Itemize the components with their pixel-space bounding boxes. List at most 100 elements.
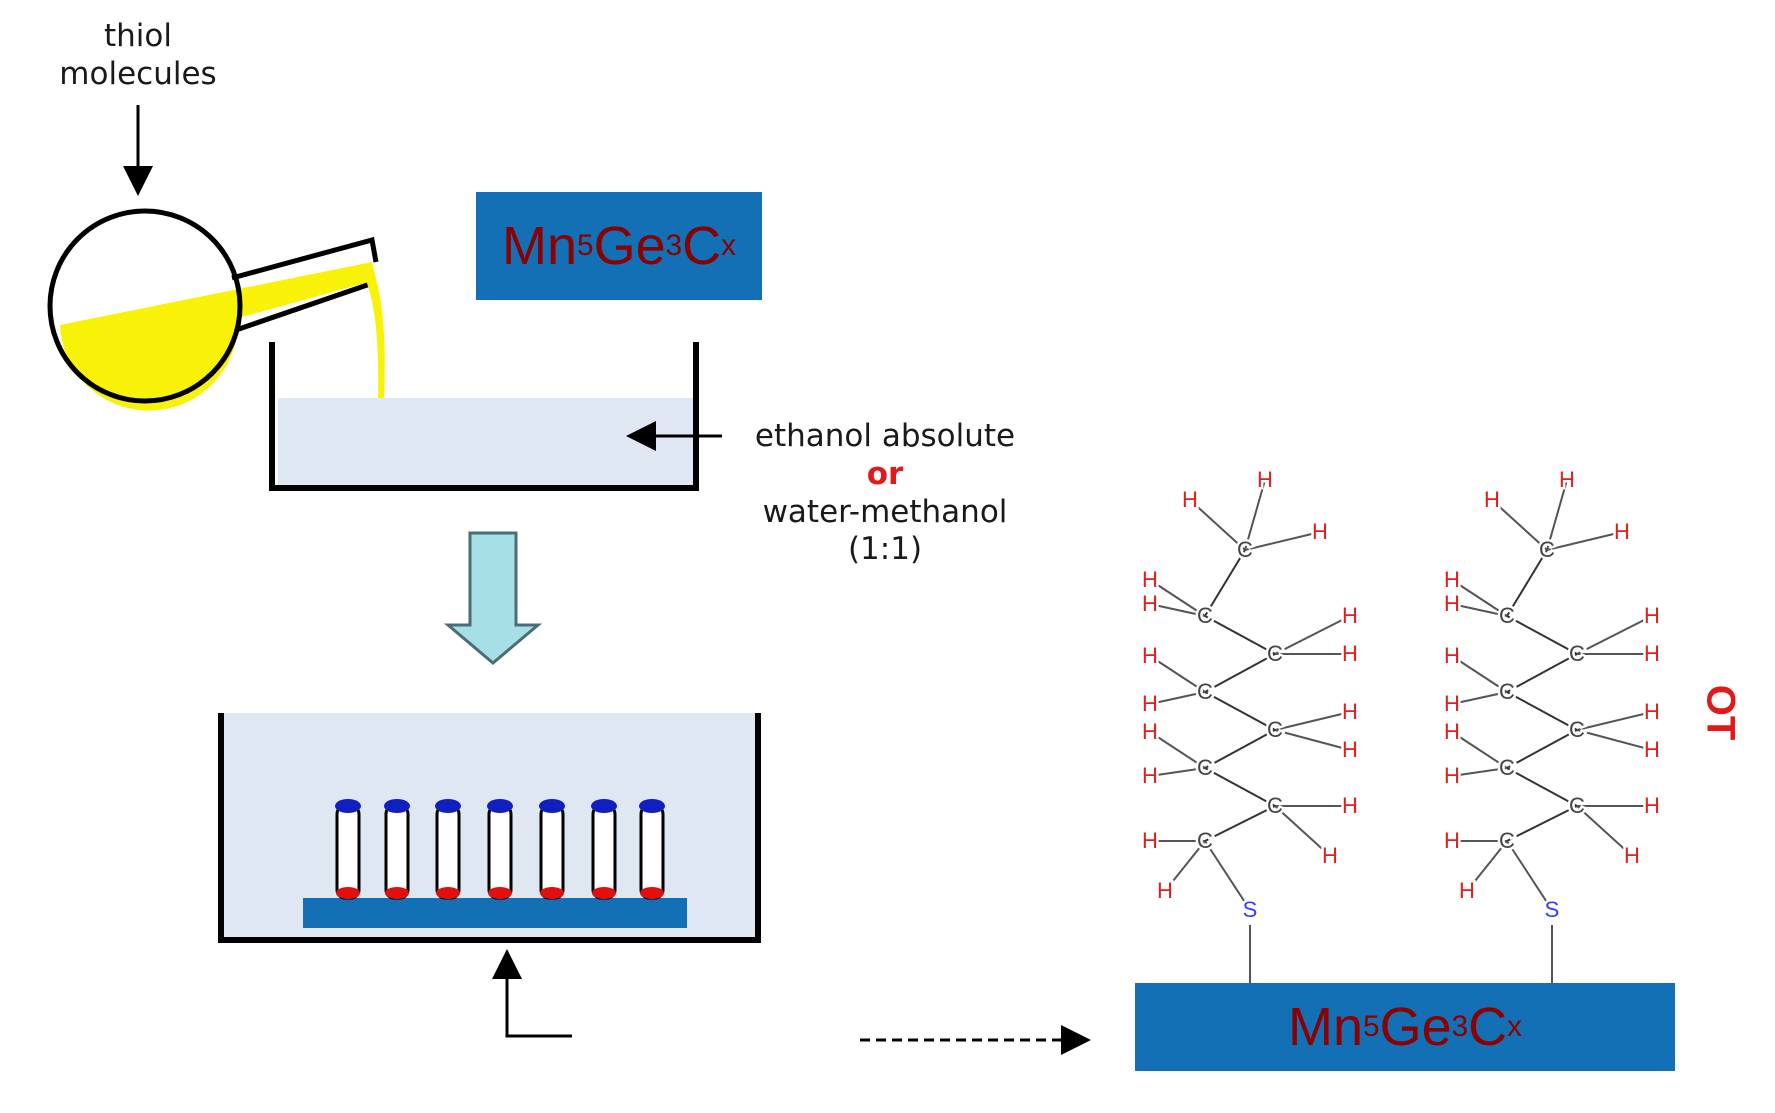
bond	[1204, 615, 1276, 655]
hydrogen-atom: H	[1644, 641, 1660, 666]
carbon-atom: C	[1237, 537, 1253, 562]
formula-sub3: 3	[665, 229, 683, 262]
bond	[1274, 711, 1351, 731]
thiol-stream	[364, 262, 385, 400]
hydrogen-atom: H	[1257, 467, 1273, 492]
octanethiol-structures: HHHHHHHHHHHHHHHHHCCCCCCCCSHHHHHHHHHHHHHH…	[1140, 465, 1662, 983]
substrate-pointer-arrow	[492, 949, 572, 1038]
hydrogen-atom: H	[1444, 763, 1460, 788]
bond	[1506, 615, 1578, 655]
ratio-label: (1:1)	[847, 531, 923, 568]
carbon-atom: C	[1569, 793, 1585, 818]
bond	[1244, 531, 1321, 551]
solvent-label: ethanol absolute or water-methanol (1:1)	[740, 418, 1030, 569]
carbon-atom: C	[1499, 828, 1515, 853]
hydrogen-atom: H	[1459, 878, 1475, 903]
sulfur-atom: S	[1545, 897, 1560, 922]
bond	[1204, 691, 1276, 731]
ot-label: OT	[1698, 684, 1743, 741]
hydrogen-atom: H	[1312, 519, 1328, 544]
bond	[1506, 729, 1578, 769]
hydrogen-atom: H	[1142, 828, 1158, 853]
formula-subx: x	[721, 229, 736, 262]
bond	[1506, 691, 1578, 731]
formula-mn: Mn	[1288, 997, 1364, 1057]
flask-icon	[47, 208, 385, 411]
flask-liquid	[60, 262, 376, 411]
solvent-fill	[278, 398, 696, 488]
bond	[1204, 729, 1276, 769]
hydrogen-atom: H	[1142, 567, 1158, 592]
pillar	[335, 799, 361, 900]
substrate-bar	[303, 898, 687, 928]
sulfur-atom: S	[1243, 897, 1258, 922]
bond	[1149, 579, 1206, 617]
carbon-atom: C	[1197, 679, 1213, 704]
carbon-atom: C	[1499, 679, 1515, 704]
bond	[1204, 767, 1276, 807]
bond	[1506, 805, 1578, 842]
bond	[1204, 805, 1276, 842]
process-down-arrow	[443, 531, 543, 665]
hydrogen-atom: H	[1444, 691, 1460, 716]
bond	[1451, 655, 1508, 693]
hydrogen-atom: H	[1142, 691, 1158, 716]
bond	[1546, 531, 1623, 551]
carbon-atom: C	[1569, 641, 1585, 666]
pillar	[639, 799, 665, 900]
bond	[1546, 479, 1568, 551]
hydrogen-atom: H	[1342, 699, 1358, 724]
bond	[1274, 805, 1331, 857]
hydrogen-atom: H	[1142, 763, 1158, 788]
bond	[1466, 840, 1508, 892]
hydrogen-atom: H	[1644, 737, 1660, 762]
pillar	[591, 799, 617, 900]
top-beaker	[269, 342, 699, 491]
formula-c: C	[682, 216, 722, 276]
thiol-label: thiol molecules	[50, 18, 226, 94]
bond	[1244, 479, 1266, 551]
formula-mn: Mn	[502, 216, 578, 276]
hydrogen-atom: H	[1444, 828, 1460, 853]
water-methanol-label: water-methanol	[762, 493, 1008, 530]
ethanol-label: ethanol absolute	[754, 418, 1016, 454]
formula-subx: x	[1507, 1010, 1522, 1043]
bond	[1506, 840, 1553, 911]
hydrogen-atom: H	[1342, 737, 1358, 762]
hydrogen-atom: H	[1342, 603, 1358, 628]
carbon-atom: C	[1197, 603, 1213, 628]
bond	[1576, 615, 1653, 655]
hydrogen-atom: H	[1559, 467, 1575, 492]
formula-sub3: 3	[1451, 1010, 1469, 1043]
carbon-atom: C	[1499, 755, 1515, 780]
thiol-label-line1: thiol	[104, 18, 172, 54]
hydrogen-atom: H	[1142, 591, 1158, 616]
bond	[1451, 731, 1508, 769]
carbon-atom: C	[1267, 717, 1283, 742]
bond	[1204, 840, 1251, 911]
carbon-atom: C	[1267, 793, 1283, 818]
carbon-atom: C	[1569, 717, 1585, 742]
hydrogen-atom: H	[1342, 793, 1358, 818]
bond	[1204, 653, 1276, 693]
bond	[1506, 653, 1578, 693]
hydrogen-atom: H	[1342, 641, 1358, 666]
bond	[1204, 549, 1246, 617]
pillar	[384, 799, 410, 900]
bond	[1451, 579, 1508, 617]
bond	[1491, 499, 1548, 551]
hydrogen-atom: H	[1142, 643, 1158, 668]
formula-ge: Ge	[1379, 997, 1452, 1057]
bond	[1451, 767, 1508, 777]
hydrogen-atom: H	[1157, 878, 1173, 903]
hydrogen-atom: H	[1644, 603, 1660, 628]
flask-bulb	[47, 208, 243, 404]
carbon-atom: C	[1499, 603, 1515, 628]
pillar	[487, 799, 513, 900]
bond	[1506, 549, 1548, 617]
hydrogen-atom: H	[1182, 487, 1198, 512]
bond	[1274, 729, 1351, 751]
